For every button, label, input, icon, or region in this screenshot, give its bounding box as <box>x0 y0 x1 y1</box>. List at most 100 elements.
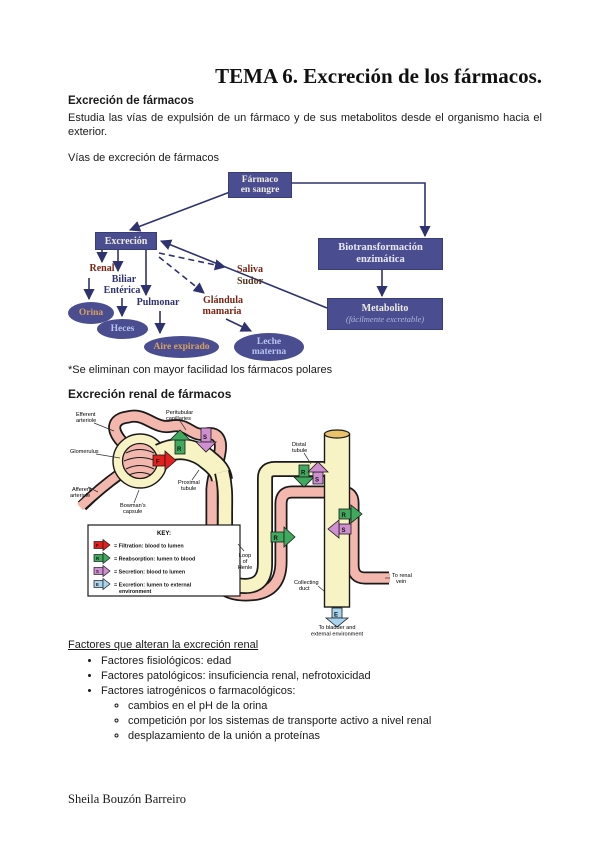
svg-text:vein: vein <box>396 579 406 585</box>
excrecion-label: Excreción <box>104 235 148 247</box>
label-glomerulus: Glomerulus <box>70 449 99 455</box>
page-title: TEMA 6. Excreción de los fármacos. <box>215 64 542 88</box>
factors-list: Factores fisiológicos: edad Factores pat… <box>68 655 548 742</box>
factors-section: Factores que alteran la excreción renal … <box>68 639 548 745</box>
glomerulus-shape <box>121 442 159 480</box>
svg-text:E: E <box>96 582 99 587</box>
svg-text:Henle: Henle <box>238 565 253 571</box>
list-item: Factores patológicos: insuficiencia rena… <box>101 670 548 682</box>
reabsorption-arrow-proximal: R <box>169 429 191 455</box>
intro-paragraph: Estudia las vías de expulsión de un fárm… <box>68 112 542 138</box>
label-proximal-tubule: Proximal <box>178 480 200 486</box>
secretion-arrow-collecting-duct: S <box>327 519 352 539</box>
svg-text:R: R <box>96 556 99 561</box>
branch-pulmonar: Pulmonar <box>136 297 180 308</box>
svg-text:R: R <box>342 513 347 519</box>
branch-sudor: Sudor <box>236 276 264 287</box>
svg-text:capillaries: capillaries <box>166 416 191 422</box>
svg-text:duct: duct <box>299 586 310 592</box>
nephron-diagram: F R S R R R S <box>68 404 445 638</box>
svg-text:of: of <box>243 559 248 565</box>
excretion-pathways-flowchart: Fármaco en sangre Excreción Biotransform… <box>68 168 540 364</box>
key-filtration: = Filtration: blood to lumen <box>114 544 184 550</box>
factors-heading: Factores que alteran la excreción renal <box>68 639 259 651</box>
label-distal-tubule: Distal <box>292 442 306 448</box>
svg-text:arteriole: arteriole <box>70 493 90 499</box>
leche-line1: Leche <box>256 337 282 347</box>
section-heading-renal: Excreción renal de fármacos <box>68 387 232 401</box>
key-legend: KEY: F R S E = Filtration: blood to lume… <box>87 524 241 597</box>
list-item: competición por los sistemas de transpor… <box>128 715 548 727</box>
label-bowmans-capsule: Bowman's <box>120 503 146 509</box>
ellipse-aire-expirado: Aire expirado <box>144 336 219 358</box>
leche-line2: materna <box>251 347 287 357</box>
branch-biliar: Biliar <box>111 274 137 285</box>
list-item: Factores iatrogénicos o farmacológicos: … <box>101 685 548 742</box>
svg-text:tubule: tubule <box>292 448 307 454</box>
branch-renal: Renal <box>89 263 115 274</box>
svg-text:E: E <box>334 613 338 619</box>
section-heading-excrecion: Excreción de fármacos <box>68 95 194 107</box>
loop-of-henle-shape <box>214 461 328 594</box>
key-secretion: = Secretion: blood to lumen <box>114 570 185 576</box>
key-excretion-line1: = Excretion: lumen to external <box>114 583 192 589</box>
secretion-arrow-proximal: S <box>195 427 217 453</box>
list-item: Factores fisiológicos: edad <box>101 655 548 667</box>
key-excretion-line2: environment <box>119 589 152 595</box>
branch-enterica: Entérica <box>103 285 141 296</box>
label-efferent-arteriole: Efferent <box>76 412 96 418</box>
excretion-arrow-bladder: E <box>324 607 350 628</box>
polar-drugs-note: *Se eliminan con mayor facilidad los fár… <box>68 364 333 376</box>
flowchart-box-excrecion: Excreción <box>95 232 157 250</box>
svg-text:F: F <box>156 460 160 466</box>
svg-text:S: S <box>342 528 346 534</box>
flowchart-box-metabolito: Metabolito (fácilmente excretable) <box>327 298 443 330</box>
ellipse-orina: Orina <box>68 302 114 324</box>
vias-subheading: Vías de excreción de fármacos <box>68 152 220 164</box>
label-peritubular-capillaries: Peritubular <box>166 410 193 416</box>
nephron-figure: F R S R R R S <box>70 409 412 638</box>
ellipse-heces: Heces <box>97 319 148 339</box>
list-item: cambios en el pH de la orina <box>128 700 548 712</box>
reabsorption-arrow-ascending-limb: R <box>270 526 296 548</box>
biotrans-line2: enzimática <box>356 254 405 265</box>
metabolito-line2: (fácilmente excretable) <box>345 314 425 324</box>
branch-glandula: Glándula <box>202 295 244 306</box>
list-item: desplazamiento de la unión a proteínas <box>128 730 548 742</box>
svg-text:capsule: capsule <box>123 509 142 515</box>
key-title: KEY: <box>157 531 171 537</box>
flowchart-connectors <box>83 182 431 335</box>
svg-text:tubule: tubule <box>181 486 196 492</box>
reabsorption-arrow-distal: R <box>293 464 315 488</box>
reabsorption-arrow-collecting-duct: R <box>338 504 363 524</box>
key-reabsorption: = Reabsorption: lumen to blood <box>114 557 195 563</box>
farmaco-line1: Fármaco <box>241 174 279 185</box>
branch-saliva: Saliva <box>236 264 264 275</box>
label-to-bladder: To bladder and <box>318 625 355 631</box>
author-footer: Sheila Bouzón Barreiro <box>68 792 187 806</box>
svg-text:arteriole: arteriole <box>76 418 96 424</box>
collecting-duct-shape <box>320 429 351 608</box>
list-item-label: Factores iatrogénicos o farmacológicos: <box>101 685 296 697</box>
svg-text:F: F <box>96 543 99 548</box>
svg-text:external environment: external environment <box>311 632 364 638</box>
label-collecting-duct: Collecting <box>294 580 319 586</box>
factors-sublist: cambios en el pH de la orina competición… <box>101 700 548 742</box>
label-loop-of-henle: Loop <box>239 553 251 559</box>
ellipse-leche-materna: Leche materna <box>234 333 304 361</box>
metabolito-line1: Metabolito <box>361 303 409 314</box>
svg-text:R: R <box>177 447 182 453</box>
biotrans-line1: Biotransformación <box>338 242 423 253</box>
farmaco-line2: en sangre <box>240 185 280 195</box>
filtration-arrow: F <box>152 450 177 471</box>
branch-mamaria: mamaria <box>202 306 242 317</box>
svg-text:R: R <box>301 471 306 477</box>
label-afferent-arteriole: Afferent <box>72 487 92 493</box>
flowchart-box-farmaco-en-sangre: Fármaco en sangre <box>228 172 292 198</box>
svg-text:S: S <box>203 435 207 441</box>
svg-text:S: S <box>315 478 319 484</box>
label-to-renal-vein: To renal <box>392 573 412 579</box>
secretion-arrow-distal: S <box>307 461 329 485</box>
svg-text:S: S <box>96 569 99 574</box>
label-pointer-lines <box>87 420 390 592</box>
